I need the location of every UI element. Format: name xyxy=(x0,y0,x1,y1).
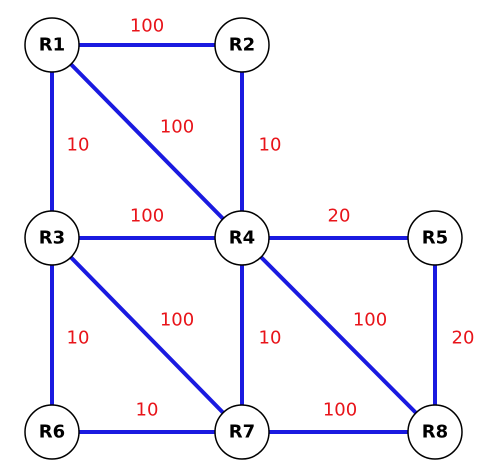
link-cost-r1-r3: 10 xyxy=(67,135,90,156)
router-label: R7 xyxy=(229,422,255,443)
link-cost-r5-r8: 20 xyxy=(452,328,475,349)
router-circle xyxy=(407,404,463,460)
link-cost-r3-r6: 10 xyxy=(67,328,90,349)
router-node-r8: R8 xyxy=(407,404,463,460)
router-node-r2: R2 xyxy=(214,17,270,73)
link-cost-r1-r2: 100 xyxy=(130,16,164,37)
link-r1-r4 xyxy=(50,43,244,240)
link-cost-r1-r4: 100 xyxy=(160,117,194,138)
router-label: R5 xyxy=(422,228,448,249)
router-node-r4: R4 xyxy=(214,210,270,266)
link-r3-r7 xyxy=(50,236,244,434)
router-circle xyxy=(24,210,80,266)
link-cost-r4-r8: 100 xyxy=(353,310,387,331)
router-node-r7: R7 xyxy=(214,404,270,460)
router-node-r3: R3 xyxy=(24,210,80,266)
router-node-r6: R6 xyxy=(24,404,80,460)
link-cost-r4-r5: 20 xyxy=(328,206,351,227)
link-cost-r7-r8: 100 xyxy=(323,400,357,421)
link-cost-r4-r7: 10 xyxy=(259,328,282,349)
router-label: R2 xyxy=(229,35,255,56)
router-label: R4 xyxy=(229,228,255,249)
router-circle xyxy=(407,210,463,266)
router-circle xyxy=(214,17,270,73)
link-costs-layer: 100 10 100 10 100 20 10 100 10 100 20 10 100 xyxy=(67,16,475,421)
router-node-r1: R1 xyxy=(24,17,80,73)
router-label: R3 xyxy=(39,228,65,249)
router-circle xyxy=(214,404,270,460)
link-cost-r6-r7: 10 xyxy=(136,400,159,421)
link-r4-r8 xyxy=(240,236,437,434)
router-circle xyxy=(24,404,80,460)
router-label: R6 xyxy=(39,422,65,443)
links-layer xyxy=(50,43,437,434)
link-cost-r3-r4: 100 xyxy=(130,206,164,227)
router-label: R1 xyxy=(39,35,65,56)
router-circle xyxy=(24,17,80,73)
router-label: R8 xyxy=(422,422,448,443)
router-circle xyxy=(214,210,270,266)
link-cost-r2-r4: 10 xyxy=(259,135,282,156)
router-node-r5: R5 xyxy=(407,210,463,266)
link-cost-r3-r7: 100 xyxy=(160,310,194,331)
